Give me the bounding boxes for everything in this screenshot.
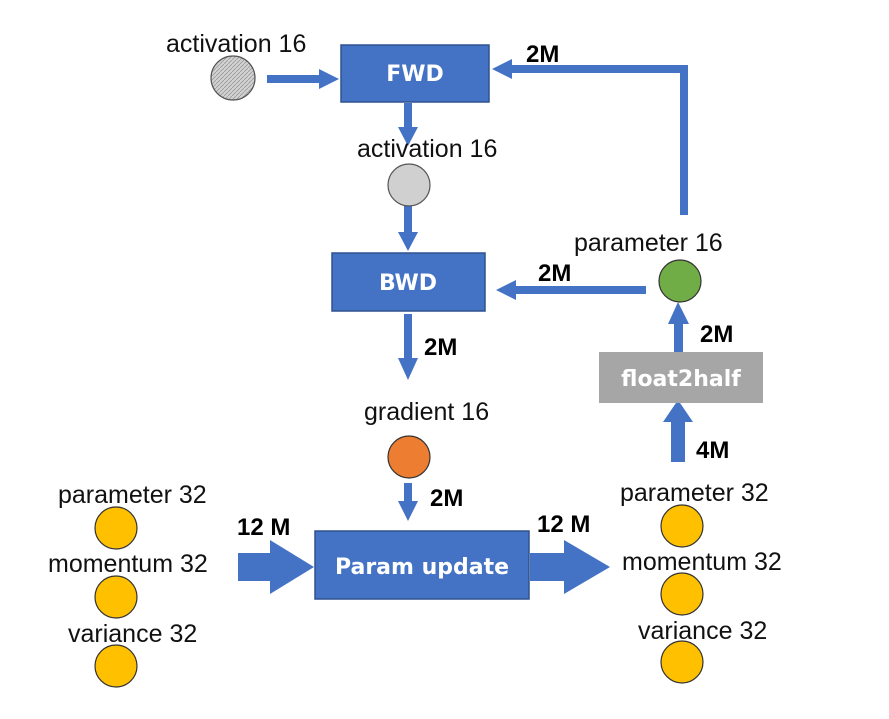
arrow-fp32-to-float2half (663, 400, 693, 462)
qty-update-out: 12 M (537, 511, 590, 538)
activation-mid-circle (387, 163, 431, 207)
right-momentum32-circle (660, 572, 704, 616)
arrow-param16-to-bwd (496, 280, 646, 300)
right-variance32-label: variance 32 (638, 617, 767, 645)
activation-mid-label: activation 16 (357, 135, 497, 163)
qty-bwd-out: 2M (424, 334, 457, 361)
left-variance32-label: variance 32 (68, 620, 197, 648)
left-variance32-circle (94, 644, 138, 688)
right-parameter32-label: parameter 32 (620, 479, 769, 507)
qty-to-bwd: 2M (538, 260, 571, 287)
activation-in-label: activation 16 (166, 30, 306, 58)
arrow-activation-to-fwd (267, 69, 339, 89)
qty-to-float2half: 4M (696, 437, 729, 464)
right-parameter32-circle (660, 504, 704, 548)
parameter16-circle (658, 259, 702, 303)
qty-to-fwd: 2M (526, 41, 559, 68)
right-variance32-circle (660, 640, 704, 684)
gradient16-circle (387, 435, 431, 479)
left-parameter32-circle (94, 506, 138, 550)
left-momentum32-circle (94, 575, 138, 619)
left-parameter32-label: parameter 32 (58, 481, 207, 509)
param-update-box: Param update (314, 530, 530, 600)
activation-in-circle (210, 55, 256, 101)
fwd-box: FWD (340, 44, 490, 103)
arrow-gradient-to-update (398, 483, 418, 521)
bwd-label: BWD (379, 271, 437, 296)
gradient16-label: gradient 16 (364, 398, 489, 426)
float2half-label: float2half (621, 367, 741, 392)
qty-update-in: 12 M (237, 514, 290, 541)
arrow-float2half-to-param16 (668, 302, 689, 352)
bwd-box: BWD (331, 252, 486, 312)
parameter16-label: parameter 16 (574, 229, 723, 257)
qty-grad-in: 2M (430, 485, 463, 512)
arrow-param16-to-fwd (492, 59, 688, 215)
left-momentum32-label: momentum 32 (48, 550, 208, 578)
right-momentum32-label: momentum 32 (622, 548, 782, 576)
arrow-fwd-to-activation (398, 103, 418, 146)
float2half-box: float2half (599, 352, 763, 403)
param-update-label: Param update (335, 555, 509, 580)
arrow-activation-to-bwd (398, 206, 418, 251)
arrow-bwd-to-gradient (398, 314, 418, 380)
fwd-label: FWD (386, 62, 444, 87)
arrow-update-to-fp32 (530, 540, 610, 594)
arrow-fp32-to-update (238, 540, 314, 594)
qty-from-float2half: 2M (700, 321, 733, 348)
